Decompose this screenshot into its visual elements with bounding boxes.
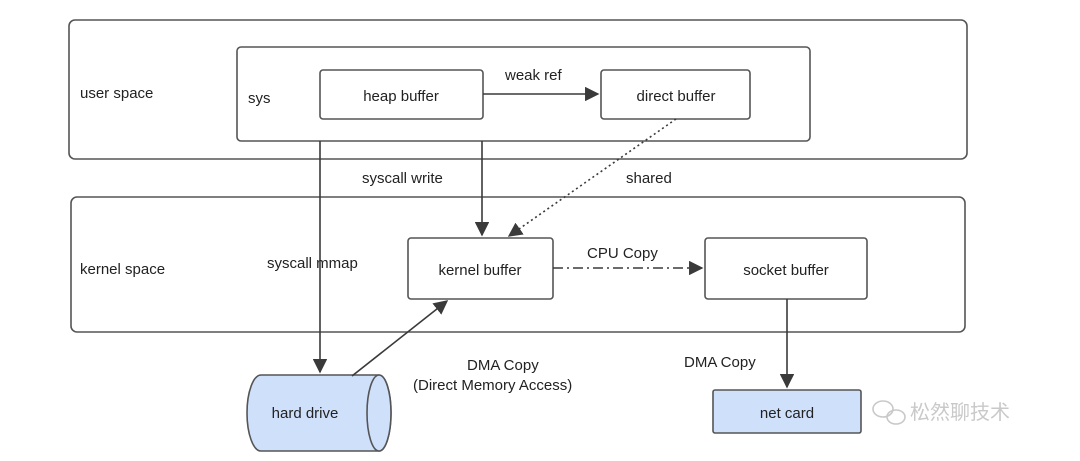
hard-drive-label: hard drive [272, 405, 339, 422]
direct-buffer-label: direct buffer [637, 88, 716, 105]
user-space-label: user space [80, 85, 153, 102]
sys-label: sys [248, 90, 271, 107]
net-card-node: net card [712, 389, 862, 434]
shared-arrow [507, 118, 677, 237]
net-card-label: net card [760, 405, 814, 422]
watermark-text: 松然聊技术 [910, 400, 1010, 424]
syscall-write-label: syscall write [362, 170, 443, 187]
cpu-copy-label: CPU Copy [587, 245, 658, 262]
heap-buffer-node: heap buffer [319, 69, 484, 120]
syscall-mmap-label: syscall mmap [267, 255, 358, 272]
socket-buffer-label: socket buffer [743, 262, 829, 279]
dma-copy-disk-arrow [351, 300, 449, 377]
dma-copy-disk-label: DMA Copy [467, 357, 539, 374]
kernel-buffer-label: kernel buffer [438, 262, 521, 279]
weak-ref-label: weak ref [504, 67, 563, 84]
kernel-buffer-node: kernel buffer [407, 237, 554, 300]
kernel-space-label: kernel space [80, 261, 165, 278]
hard-drive-node: hard drive [246, 374, 392, 452]
watermark: 松然聊技术 [872, 400, 1010, 425]
wechat-icon [872, 400, 906, 425]
dma-copy-net-label: DMA Copy [684, 354, 756, 371]
shared-label: shared [626, 170, 672, 187]
heap-buffer-label: heap buffer [363, 88, 439, 105]
direct-buffer-node: direct buffer [600, 69, 751, 120]
socket-buffer-node: socket buffer [704, 237, 868, 300]
dma-copy-disk-note: (Direct Memory Access) [413, 377, 572, 394]
